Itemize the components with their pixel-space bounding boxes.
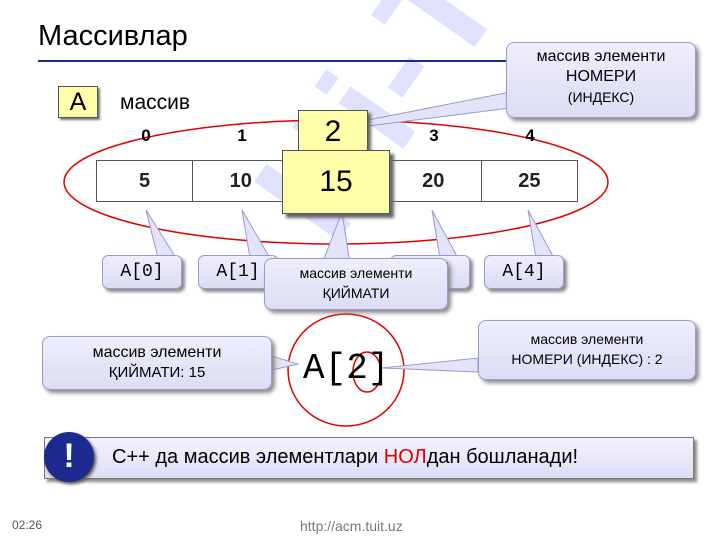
array-access-expression: A[2] — [303, 348, 390, 389]
expression-oval — [287, 313, 405, 427]
index-1: 1 — [237, 126, 247, 145]
value-callout-line2: ҚИЙМАТИ — [322, 285, 390, 301]
index-value-callout-line1: массив элементи — [530, 331, 644, 347]
value-left-callout: массив элементи ҚИЙМАТИ: 15 — [42, 336, 272, 390]
array-cell-1: 10 — [193, 161, 290, 201]
array-label: массив — [120, 91, 191, 114]
index-callout-line2: НОМЕРИ — [565, 68, 637, 85]
index-value-callout: массив элементи НОМЕРИ (ИНДЕКС) : 2 — [478, 320, 696, 380]
note-bar — [44, 437, 694, 479]
pointer-a3 — [431, 209, 459, 259]
index-digit-oval — [352, 351, 382, 393]
index-0: 0 — [141, 126, 151, 145]
array-cell-0: 5 — [97, 161, 194, 201]
index-callout-pointer — [367, 91, 511, 127]
index-callout-line3: (ИНДЕКС) — [567, 89, 635, 105]
slide-title: Массивлар — [38, 20, 188, 52]
note-text: С++ да массив элементлари НОЛдан бошлана… — [112, 446, 578, 469]
index-callout: массив элементи НОМЕРИ (ИНДЕКС) — [506, 42, 696, 118]
note-text-highlight: НОЛ — [383, 446, 427, 468]
index-value-callout-pointer — [381, 357, 479, 373]
footer-url: http://acm.tuit.uz — [300, 518, 403, 534]
index-callout-line1: массив элементи — [536, 48, 666, 65]
footer-time: 02:26 — [12, 518, 43, 532]
pointer-a1 — [241, 209, 271, 259]
exclamation-icon: ! — [44, 432, 94, 482]
array-cell-3: 20 — [386, 161, 482, 201]
pointer-value-callout — [321, 210, 351, 265]
index-value-callout-line2: НОМЕРИ (ИНДЕКС) : 2 — [511, 351, 663, 367]
pointer-a4 — [527, 209, 555, 259]
note-text-middle: дан — [426, 446, 461, 468]
array-cell-4: 25 — [518, 170, 541, 192]
index-3: 3 — [429, 126, 439, 145]
index-4: 4 — [525, 126, 535, 145]
value-left-callout-line1: массив элементи — [92, 344, 222, 361]
access-label-a4: A[4] — [484, 255, 564, 289]
note-text-before: С++ да массив элементлари — [112, 446, 384, 468]
title-underline — [38, 60, 512, 62]
value-callout-line1: массив элементи — [299, 265, 413, 281]
access-label-a0: A[0] — [102, 255, 182, 289]
array-name-box: A — [58, 86, 98, 118]
value-callout: массив элементи ҚИЙМАТИ — [264, 258, 448, 310]
value-left-callout-line2: ҚИЙМАТИ: 15 — [108, 364, 206, 381]
value-left-callout-pointer — [271, 355, 300, 371]
highlighted-value: 15 — [282, 150, 390, 214]
pointer-a0 — [145, 209, 177, 259]
highlighted-index: 2 — [298, 110, 368, 154]
note-text-after: бошланади! — [460, 446, 579, 468]
